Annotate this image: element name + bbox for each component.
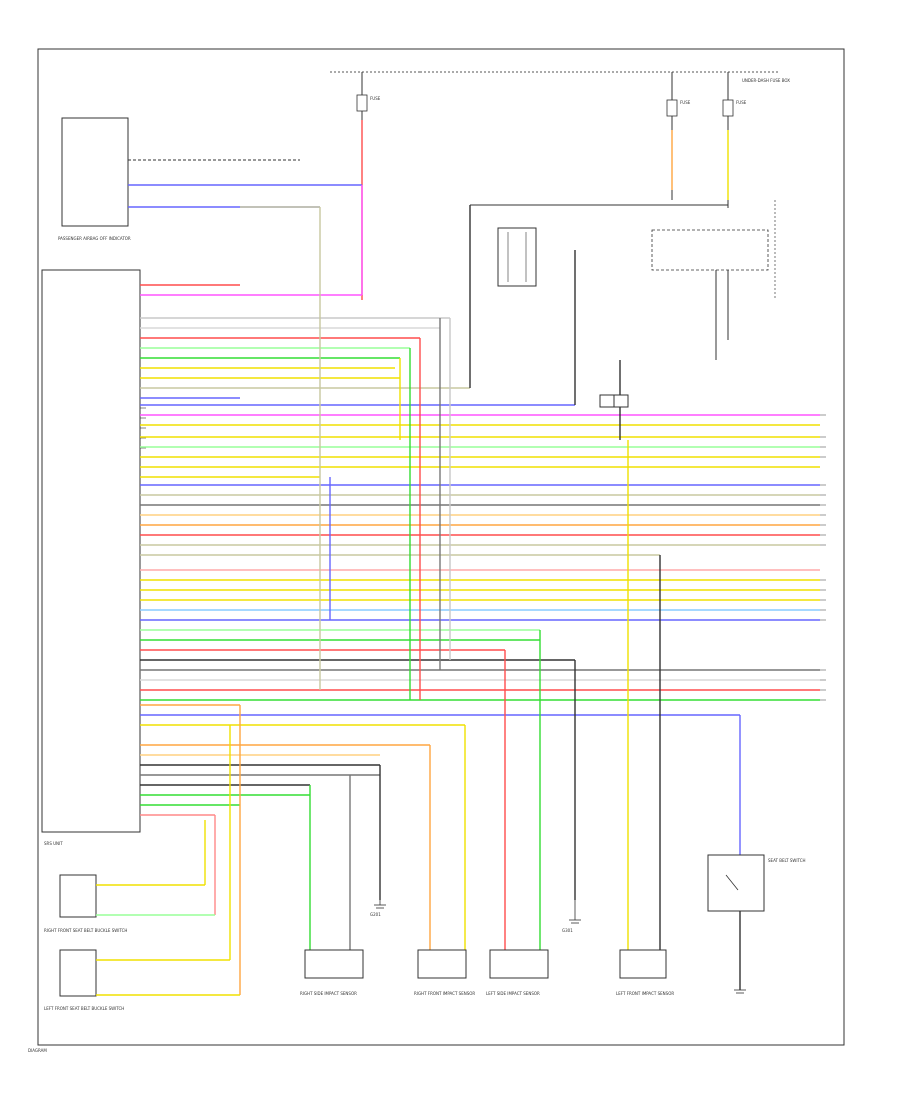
seat-belt-switch-contact — [725, 874, 739, 891]
ground-symbol-1 — [374, 900, 386, 909]
srs-pin-stubs — [140, 284, 146, 449]
relay-block — [497, 227, 537, 287]
ground-symbol-3 — [734, 989, 746, 994]
srs-unit-block — [41, 269, 141, 833]
left-side-sensor-box — [489, 949, 549, 979]
srs-unit-label: SRS UNIT — [44, 841, 63, 846]
fuse-label-2: FUSE — [680, 100, 691, 105]
ground-label-1: G201 — [370, 912, 381, 917]
right-buckle-switch-label: RIGHT FRONT SEAT BELT BUCKLE SWITCH — [44, 928, 127, 933]
fuse-stack-1: FUSE — [356, 72, 381, 230]
fuse-box-label: UNDER-DASH FUSE BOX — [742, 78, 790, 83]
right-front-sensor-box — [417, 949, 467, 979]
passenger-airbag-indicator — [61, 117, 129, 227]
srs-wires-horizontal — [140, 284, 820, 816]
left-buckle-switch-box — [59, 949, 97, 997]
indicator-label: PASSENGER AIRBAG OFF INDICATOR — [58, 236, 131, 241]
left-side-sensor-label: LEFT SIDE IMPACT SENSOR — [486, 991, 540, 996]
seat-belt-switch-label: SEAT BELT SWITCH — [768, 858, 806, 863]
left-buckle-switch-label: LEFT FRONT SEAT BELT BUCKLE SWITCH — [44, 1006, 124, 1011]
right-front-sensor-label: RIGHT FRONT IMPACT SENSOR — [414, 991, 475, 996]
control-module-block — [651, 229, 769, 271]
footer-text: DIAGRAM — [28, 1048, 47, 1053]
fuse-stack-2: FUSE — [666, 72, 691, 200]
fuse-stack-3: FUSE — [722, 72, 747, 208]
switch-small-1 — [599, 394, 615, 408]
right-buckle-switch-box — [59, 874, 97, 918]
left-front-sensor-label: LEFT FRONT IMPACT SENSOR — [616, 991, 674, 996]
right-edge-terminals — [820, 414, 826, 701]
right-side-sensor-label: RIGHT SIDE IMPACT SENSOR — [300, 991, 357, 996]
seat-belt-switch-box — [707, 854, 765, 912]
fuse-label-3: FUSE — [736, 100, 747, 105]
fuse-label-1: FUSE — [370, 96, 381, 101]
switch-small-2 — [613, 394, 629, 408]
left-front-sensor-box — [619, 949, 667, 979]
ground-label-2: G301 — [562, 928, 573, 933]
right-side-sensor-box — [304, 949, 364, 979]
diagram-frame — [37, 48, 845, 1046]
ground-symbol-2 — [569, 900, 581, 924]
